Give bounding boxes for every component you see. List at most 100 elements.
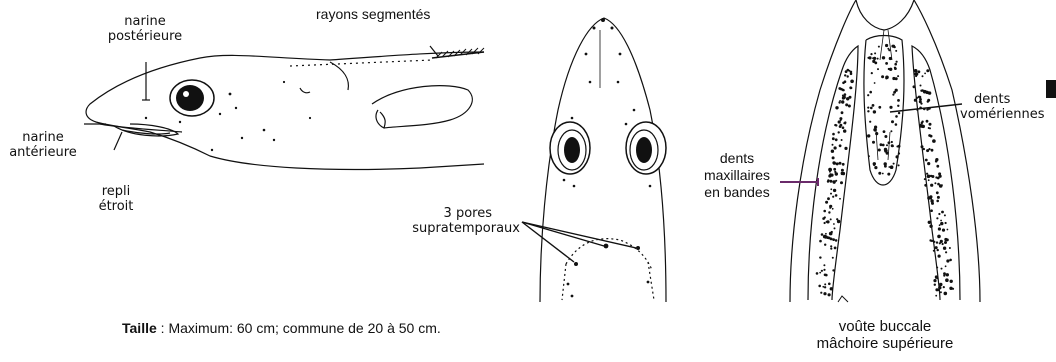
tooth-dot — [932, 139, 936, 143]
tooth-dot — [878, 46, 880, 48]
tooth-dot — [819, 240, 822, 243]
tooth-dot — [941, 211, 944, 214]
tooth-dot — [877, 68, 879, 70]
tooth-dot — [943, 247, 946, 250]
tooth-dot — [946, 273, 949, 276]
tooth-dot — [850, 73, 853, 76]
tooth-dot — [927, 162, 930, 165]
tooth-dot — [919, 125, 922, 128]
tooth-dot — [915, 72, 918, 75]
caption-text: Maximum: 60 cm; commune de 20 à 50 cm. — [168, 320, 440, 336]
tooth-dot — [918, 70, 921, 73]
tooth-dot — [850, 80, 854, 84]
jaw-outline-right — [914, 0, 980, 302]
tooth-dot — [926, 69, 929, 72]
tooth-dot — [893, 163, 895, 165]
tooth-dot — [895, 50, 897, 52]
tooth-dot — [897, 75, 899, 77]
tooth-dot — [830, 193, 832, 195]
tooth-dot — [844, 147, 847, 150]
tooth-dot — [892, 145, 894, 147]
tooth-dot — [936, 267, 938, 269]
tooth-dot — [830, 245, 832, 247]
tooth-dot — [895, 115, 898, 118]
tooth-dot — [828, 293, 831, 296]
tooth-dot — [835, 124, 837, 126]
tooth-dot — [892, 94, 894, 96]
tooth-dot — [835, 194, 838, 197]
tooth-dot — [925, 159, 928, 162]
tooth-dot — [848, 70, 850, 72]
tooth-dot — [946, 259, 949, 262]
label-rayons-segmentes: rayons segmentés — [316, 6, 430, 22]
tooth-dot — [839, 125, 842, 128]
tooth-dot — [926, 108, 928, 110]
lateral-line — [290, 60, 432, 66]
tooth-dot — [949, 259, 952, 262]
tooth-dot — [835, 239, 838, 242]
tooth-dot — [937, 177, 940, 180]
tooth-dot — [878, 149, 881, 152]
tooth-dot — [820, 292, 822, 294]
tooth-dot — [913, 85, 916, 88]
tooth-dot — [830, 287, 833, 290]
tooth-dot — [882, 173, 884, 175]
tooth-dot — [823, 269, 825, 271]
tooth-dot — [889, 57, 892, 60]
tooth-dot — [874, 52, 876, 54]
tooth-dot — [942, 229, 945, 232]
tooth-dot — [938, 227, 941, 230]
tooth-dot — [841, 173, 843, 175]
tooth-dot — [819, 256, 821, 258]
maxillary-band-left — [808, 46, 858, 300]
tooth-dot — [882, 144, 885, 147]
tooth-dot — [881, 75, 884, 78]
tooth-dot — [944, 292, 948, 296]
tooth-dot — [845, 103, 848, 106]
tooth-dot — [821, 270, 823, 272]
tooth-dot — [890, 130, 892, 132]
tooth-dot — [931, 240, 933, 242]
tooth-dot — [824, 222, 826, 224]
tooth-dot — [869, 121, 871, 123]
tooth-dot — [842, 95, 844, 97]
tooth-dot — [938, 286, 941, 289]
tooth-dot — [921, 145, 924, 148]
tooth-dot — [842, 96, 845, 99]
tooth-dot — [929, 123, 932, 126]
tooth-dot — [946, 238, 949, 241]
tooth-dot — [842, 163, 845, 166]
tooth-dot — [936, 217, 938, 219]
tooth-dot — [920, 85, 922, 87]
tooth-dot — [842, 82, 845, 85]
tooth-dot — [930, 209, 933, 212]
tooth-dot — [940, 222, 943, 225]
tooth-dot — [831, 150, 834, 153]
tooth-dot — [930, 199, 933, 202]
tooth-dot — [889, 106, 892, 109]
tooth-dot — [841, 111, 844, 114]
tooth-dot — [824, 244, 826, 246]
tooth-dot — [936, 200, 939, 203]
tooth-dot — [839, 198, 841, 200]
tooth-dot — [867, 110, 869, 112]
tooth-dot — [824, 283, 826, 285]
tooth-dot — [834, 146, 837, 149]
tooth-dot — [824, 286, 826, 288]
head-pores — [145, 81, 311, 151]
tooth-dot — [942, 243, 944, 245]
tooth-dot — [934, 182, 936, 184]
tooth-dot — [835, 172, 838, 175]
tooth-dot — [829, 232, 833, 236]
tooth-dot — [850, 87, 852, 89]
tooth-dot — [943, 286, 945, 288]
tooth-dot — [877, 58, 879, 60]
tooth-dot — [838, 131, 840, 133]
tooth-dot — [896, 61, 898, 63]
tooth-dot — [843, 89, 845, 91]
tooth-dot — [888, 68, 890, 70]
tooth-dot — [898, 152, 900, 154]
tooth-dot — [868, 155, 870, 157]
tooth-dot — [935, 295, 937, 297]
